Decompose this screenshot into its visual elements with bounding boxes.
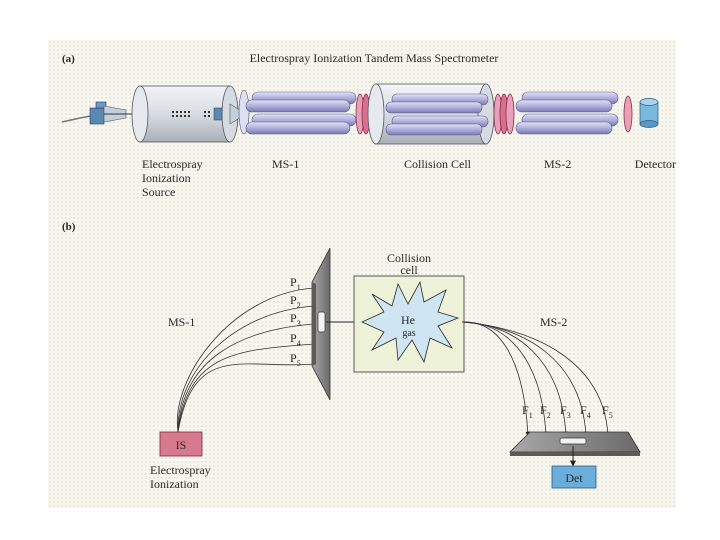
- precursor-label: P1: [290, 275, 301, 292]
- label-ms1: MS-1: [272, 157, 299, 171]
- precursor-trajectory: [177, 323, 315, 433]
- fragment-trajectory: [461, 321, 549, 437]
- detector-box: [551, 465, 597, 489]
- ms2-label: MS-2: [540, 315, 567, 329]
- instrument-title: Electrospray Ionization Tandem Mass Spec…: [250, 51, 499, 65]
- precursor-trajectory: [177, 305, 315, 433]
- fragment-trajectories: [461, 321, 611, 437]
- label-electrospray: Electrospray: [142, 157, 203, 171]
- precursor-subscript: 2: [297, 301, 301, 310]
- precursor-label: P3: [290, 311, 301, 328]
- collision-cell-chamber: [367, 83, 495, 145]
- label-detector: Detector: [635, 157, 676, 171]
- collision-burst: [361, 280, 460, 364]
- precursor-subscript: 4: [297, 339, 301, 348]
- ion-source-box: [159, 431, 203, 457]
- fragment-subscript: 1: [529, 411, 533, 420]
- ms1-slit: [317, 311, 326, 333]
- ms2-slit: [559, 437, 587, 445]
- ms1-label: MS-1: [168, 315, 195, 329]
- fragment-label: F2: [540, 403, 551, 420]
- fragment-label: F3: [560, 403, 571, 420]
- electrospray-needle: [61, 101, 140, 125]
- fragment-label: F4: [580, 403, 591, 420]
- precursor-trajectory: [177, 343, 315, 433]
- collision-label-line1: Collision: [387, 251, 431, 265]
- collision-label-line2: cell: [400, 263, 418, 277]
- precursor-label: P2: [290, 293, 301, 310]
- precursor-subscript: 5: [297, 359, 301, 368]
- fragment-label: F1: [522, 403, 533, 420]
- electrospray-label: Electrospray: [150, 463, 211, 477]
- panel-a-label: (a): [62, 53, 75, 65]
- ms2-quadrupole: [515, 91, 633, 135]
- gas-label: gas: [402, 328, 415, 339]
- fragment-subscript: 5: [609, 411, 613, 420]
- label-ionization: Ionization: [142, 171, 191, 185]
- panel-b-label: (b): [62, 221, 76, 233]
- label-collision-cell: Collision Cell: [404, 157, 472, 171]
- fragment-subscript: 3: [567, 411, 571, 420]
- label-ms2: MS-2: [544, 157, 571, 171]
- label-source: Source: [142, 185, 175, 199]
- ms1-selection-plate: [311, 247, 331, 401]
- ionization-label: Ionization: [150, 477, 199, 491]
- precursor-trajectory: [176, 287, 315, 433]
- precursor-trajectory: [177, 363, 315, 433]
- fragment-subscript: 4: [587, 411, 591, 420]
- fragment-subscript: 2: [547, 411, 551, 420]
- precursor-trajectories: [176, 287, 315, 433]
- detector-cylinder: [639, 98, 659, 128]
- ionization-source-chamber: [131, 85, 247, 143]
- detector-label: Det: [565, 471, 583, 485]
- precursor-label: P4: [290, 331, 301, 348]
- precursor-subscript: 3: [297, 319, 301, 328]
- fragment-trajectory: [461, 321, 611, 437]
- precursor-label: P5: [290, 351, 301, 368]
- collision-exit-lenses: [493, 93, 515, 135]
- fragment-label: F5: [602, 403, 613, 420]
- precursor-subscript: 1: [297, 283, 301, 292]
- helium-label: He: [401, 313, 415, 327]
- ms1-quadrupole: [238, 89, 357, 135]
- collision-cell-box: [353, 275, 465, 373]
- ion-source-label: IS: [176, 438, 187, 452]
- fragment-labels: F1 F2 F3 F4 F5: [522, 403, 613, 420]
- ms2-selection-plate: [509, 431, 641, 456]
